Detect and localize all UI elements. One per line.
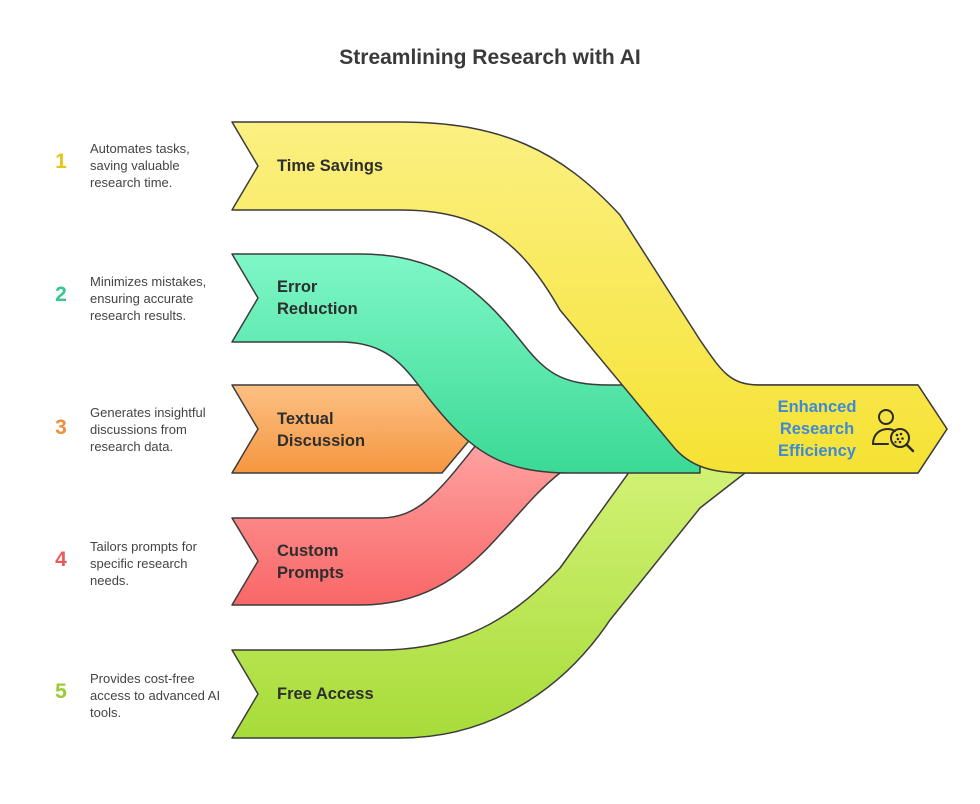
step-number-5: 5 (55, 680, 67, 703)
band-time-savings (231, 121, 948, 474)
band-label-error-reduction: Error Reduction (277, 278, 358, 318)
step-description-5: Provides cost-free access to advanced AI… (90, 671, 221, 720)
page-title: Streamlining Research with AI (339, 46, 641, 69)
step-number-1: 1 (55, 150, 67, 173)
band-label-custom-prompts: Custom Prompts (277, 542, 344, 582)
step-description-3: Generates insightful discussions from re… (90, 405, 206, 454)
researcher-magnifier-icon (872, 409, 915, 453)
band-free-access (231, 431, 746, 739)
band-custom-prompts (231, 439, 561, 606)
step-number-4: 4 (55, 548, 67, 571)
band-label-free-access: Free Access (277, 685, 374, 703)
target-label: Enhanced Research Efficiency (777, 398, 857, 460)
step-number-2: 2 (55, 283, 67, 306)
step-description-4: Tailors prompts for specific research ne… (90, 539, 197, 588)
step-description-2: Minimizes mistakes, ensuring accurate re… (90, 274, 207, 323)
band-label-time-savings: Time Savings (277, 157, 384, 175)
step-description-1: Automates tasks, saving valuable researc… (90, 141, 190, 190)
band-error-reduction (231, 253, 701, 474)
band-label-textual-discussion: Textual Discussion (277, 410, 366, 450)
step-number-3: 3 (55, 416, 67, 439)
